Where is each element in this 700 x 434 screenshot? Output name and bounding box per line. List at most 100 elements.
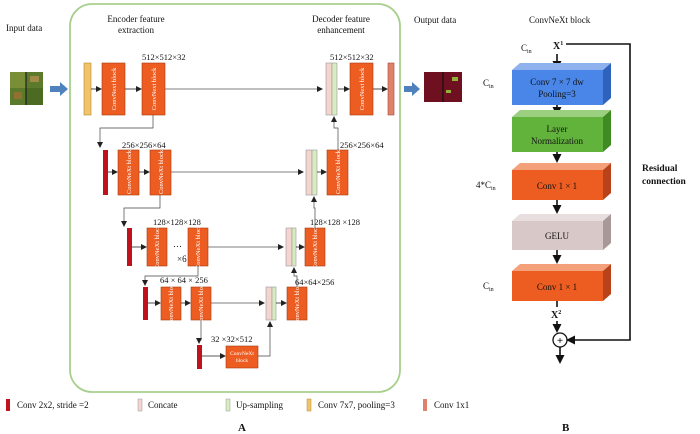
down-path-1 [97,115,154,148]
convnext-block-enc2b [149,149,172,196]
convnext-block-bottom-label-2: block [236,358,248,364]
block5-side-label: Cin [483,281,494,293]
up-path-4 [291,267,298,287]
convnext-block-enc1a-label: ConvNext block [111,67,118,111]
input-image [10,72,43,105]
residual-label-line1: Residual [642,164,678,174]
concat-layer-3 [285,227,293,267]
dim-dec3: 128×128 ×128 [310,217,360,227]
convnext-block-enc4a [160,286,182,321]
down-path-4 [196,320,202,344]
gelu-label: GELU [545,231,569,241]
up-path-3 [311,196,317,228]
conv7x7-dw-label-1: Conv 7 × 7 dw [530,77,584,87]
dim-dec1: 512×512×32 [330,52,374,62]
convnext-block-dec1-label: ConvNext block [359,67,366,111]
legend-swatch-conv7x7 [306,398,312,412]
dim-dec4: 64×64×256 [295,277,334,287]
convnext-block-enc4b-label: ConvNeXt block [198,280,205,325]
convnext-block-enc2b-label: ConvNeXt block [158,149,165,194]
convnext-block-enc2a-label: ConvNeXt block [126,149,133,194]
legend-swatch-upsampling [225,398,231,412]
up-path-2 [331,116,339,150]
residual-label-line2: connection [642,177,687,187]
output-label: Output data [414,15,456,25]
convnext-block-bottom-label-1: ConvNeXt [230,351,254,357]
upsample-layer-2 [311,149,318,196]
input-x-label: X1 [553,41,563,52]
panel-a: Input data Output data Encoder feature e… [6,3,462,434]
convnext-block-dec2 [326,149,349,196]
legend-label-conv7x7: Conv 7x7, pooling=3 [318,400,395,410]
legend-label-conv2x2: Conv 2x2, stride =2 [17,400,89,410]
dim-enc4: 64 × 64 × 256 [160,275,208,285]
legend: Conv 2x2, stride =2 Concate Up-sampling … [6,398,469,412]
input-arrow [50,82,68,96]
convnext-block-title: ConvNeXt block [529,15,591,25]
legend-swatch-conv1x1 [423,399,427,411]
conv1x1-project-label: Conv 1 × 1 [537,282,577,292]
concat-layer-2 [305,149,313,196]
legend-label-concate: Concate [148,400,178,410]
input-channel-label: Cin [521,43,532,55]
decoder-title-line1: Decoder feature [312,14,370,24]
down-path-3 [142,266,199,286]
add-node-symbol: + [557,335,563,347]
conv1x1-block-project: Conv 1 × 1 [512,264,611,301]
decoder-title-line2: enhancement [317,25,365,35]
concat-layer-1 [325,62,333,116]
block3-side-label: 4*Cin [476,180,496,192]
dim-enc3: 128×128×128 [153,217,201,227]
layer-norm-label-2: Normalization [531,136,583,146]
encoder-title-line1: Encoder feature [107,14,164,24]
panel-a-letter: A [238,422,246,434]
conv1x1-layer [387,62,395,116]
output-x-label: X2 [551,310,561,321]
ellipsis: … [173,239,182,249]
conv1x1-expand-label: Conv 1 × 1 [537,181,577,191]
output-arrow [404,82,420,96]
concat-layer-4 [265,286,273,321]
upsample-layer-1 [331,62,338,116]
convnext-block-bottom [225,345,259,369]
down-path-2 [121,195,161,227]
conv2x2-layer-3 [127,228,132,266]
dim-dec2: 256×256×64 [340,140,384,150]
convnext-block-dec2-label: ConvNeXt block [335,149,342,194]
convnext-block-enc3a-label: ConvNeXt block [154,224,161,269]
dim-bottom: 32 ×32×512 [211,334,252,344]
conv2x2-layer-4 [143,287,148,320]
gelu-block: GELU [512,214,611,250]
up-path-5 [258,321,273,357]
repeat-label: ×6 [177,254,187,264]
convnext-block-dec4-label: ConvNeXt block [294,280,301,325]
upsample-layer-4 [271,286,277,321]
input-label: Input data [6,23,42,33]
legend-swatch-concate [137,398,143,412]
encoder-title-line2: extraction [118,25,154,35]
convnext-block-enc4a-label: ConvNeXt block [168,280,175,325]
legend-label-conv1x1: Conv 1x1 [434,400,469,410]
panel-b-letter: B [562,422,570,434]
convnext-block-dec3-label: ConvNeXt block [312,224,319,269]
residual-path [566,43,631,345]
convnext-block-enc2a [117,149,140,196]
panel-b: ConvNeXt block Cin X1 Residual connectio… [476,15,687,434]
layer-normalization-block: Layer Normalization [512,110,611,152]
layer-norm-label-1: Layer [547,124,568,134]
legend-swatch-conv2x2 [6,399,10,411]
block1-side-label: Cin [483,78,494,90]
upsample-layer-3 [291,227,297,267]
conv7x7-dw-block: Conv 7 × 7 dw Pooling=3 [512,63,611,105]
output-image [424,72,462,102]
conv2x2-layer-2 [103,150,108,195]
convnext-block-enc1b-label: ConvNext block [151,67,158,111]
dim-enc1: 512×512×32 [142,52,186,62]
conv1x1-block-expand: Conv 1 × 1 [512,163,611,200]
conv2x2-layer-5 [197,345,202,369]
unet-panel-border [69,3,401,393]
conv7x7-layer [83,62,92,116]
convnext-block-enc3a [146,227,168,267]
conv7x7-dw-label-2: Pooling=3 [538,89,576,99]
